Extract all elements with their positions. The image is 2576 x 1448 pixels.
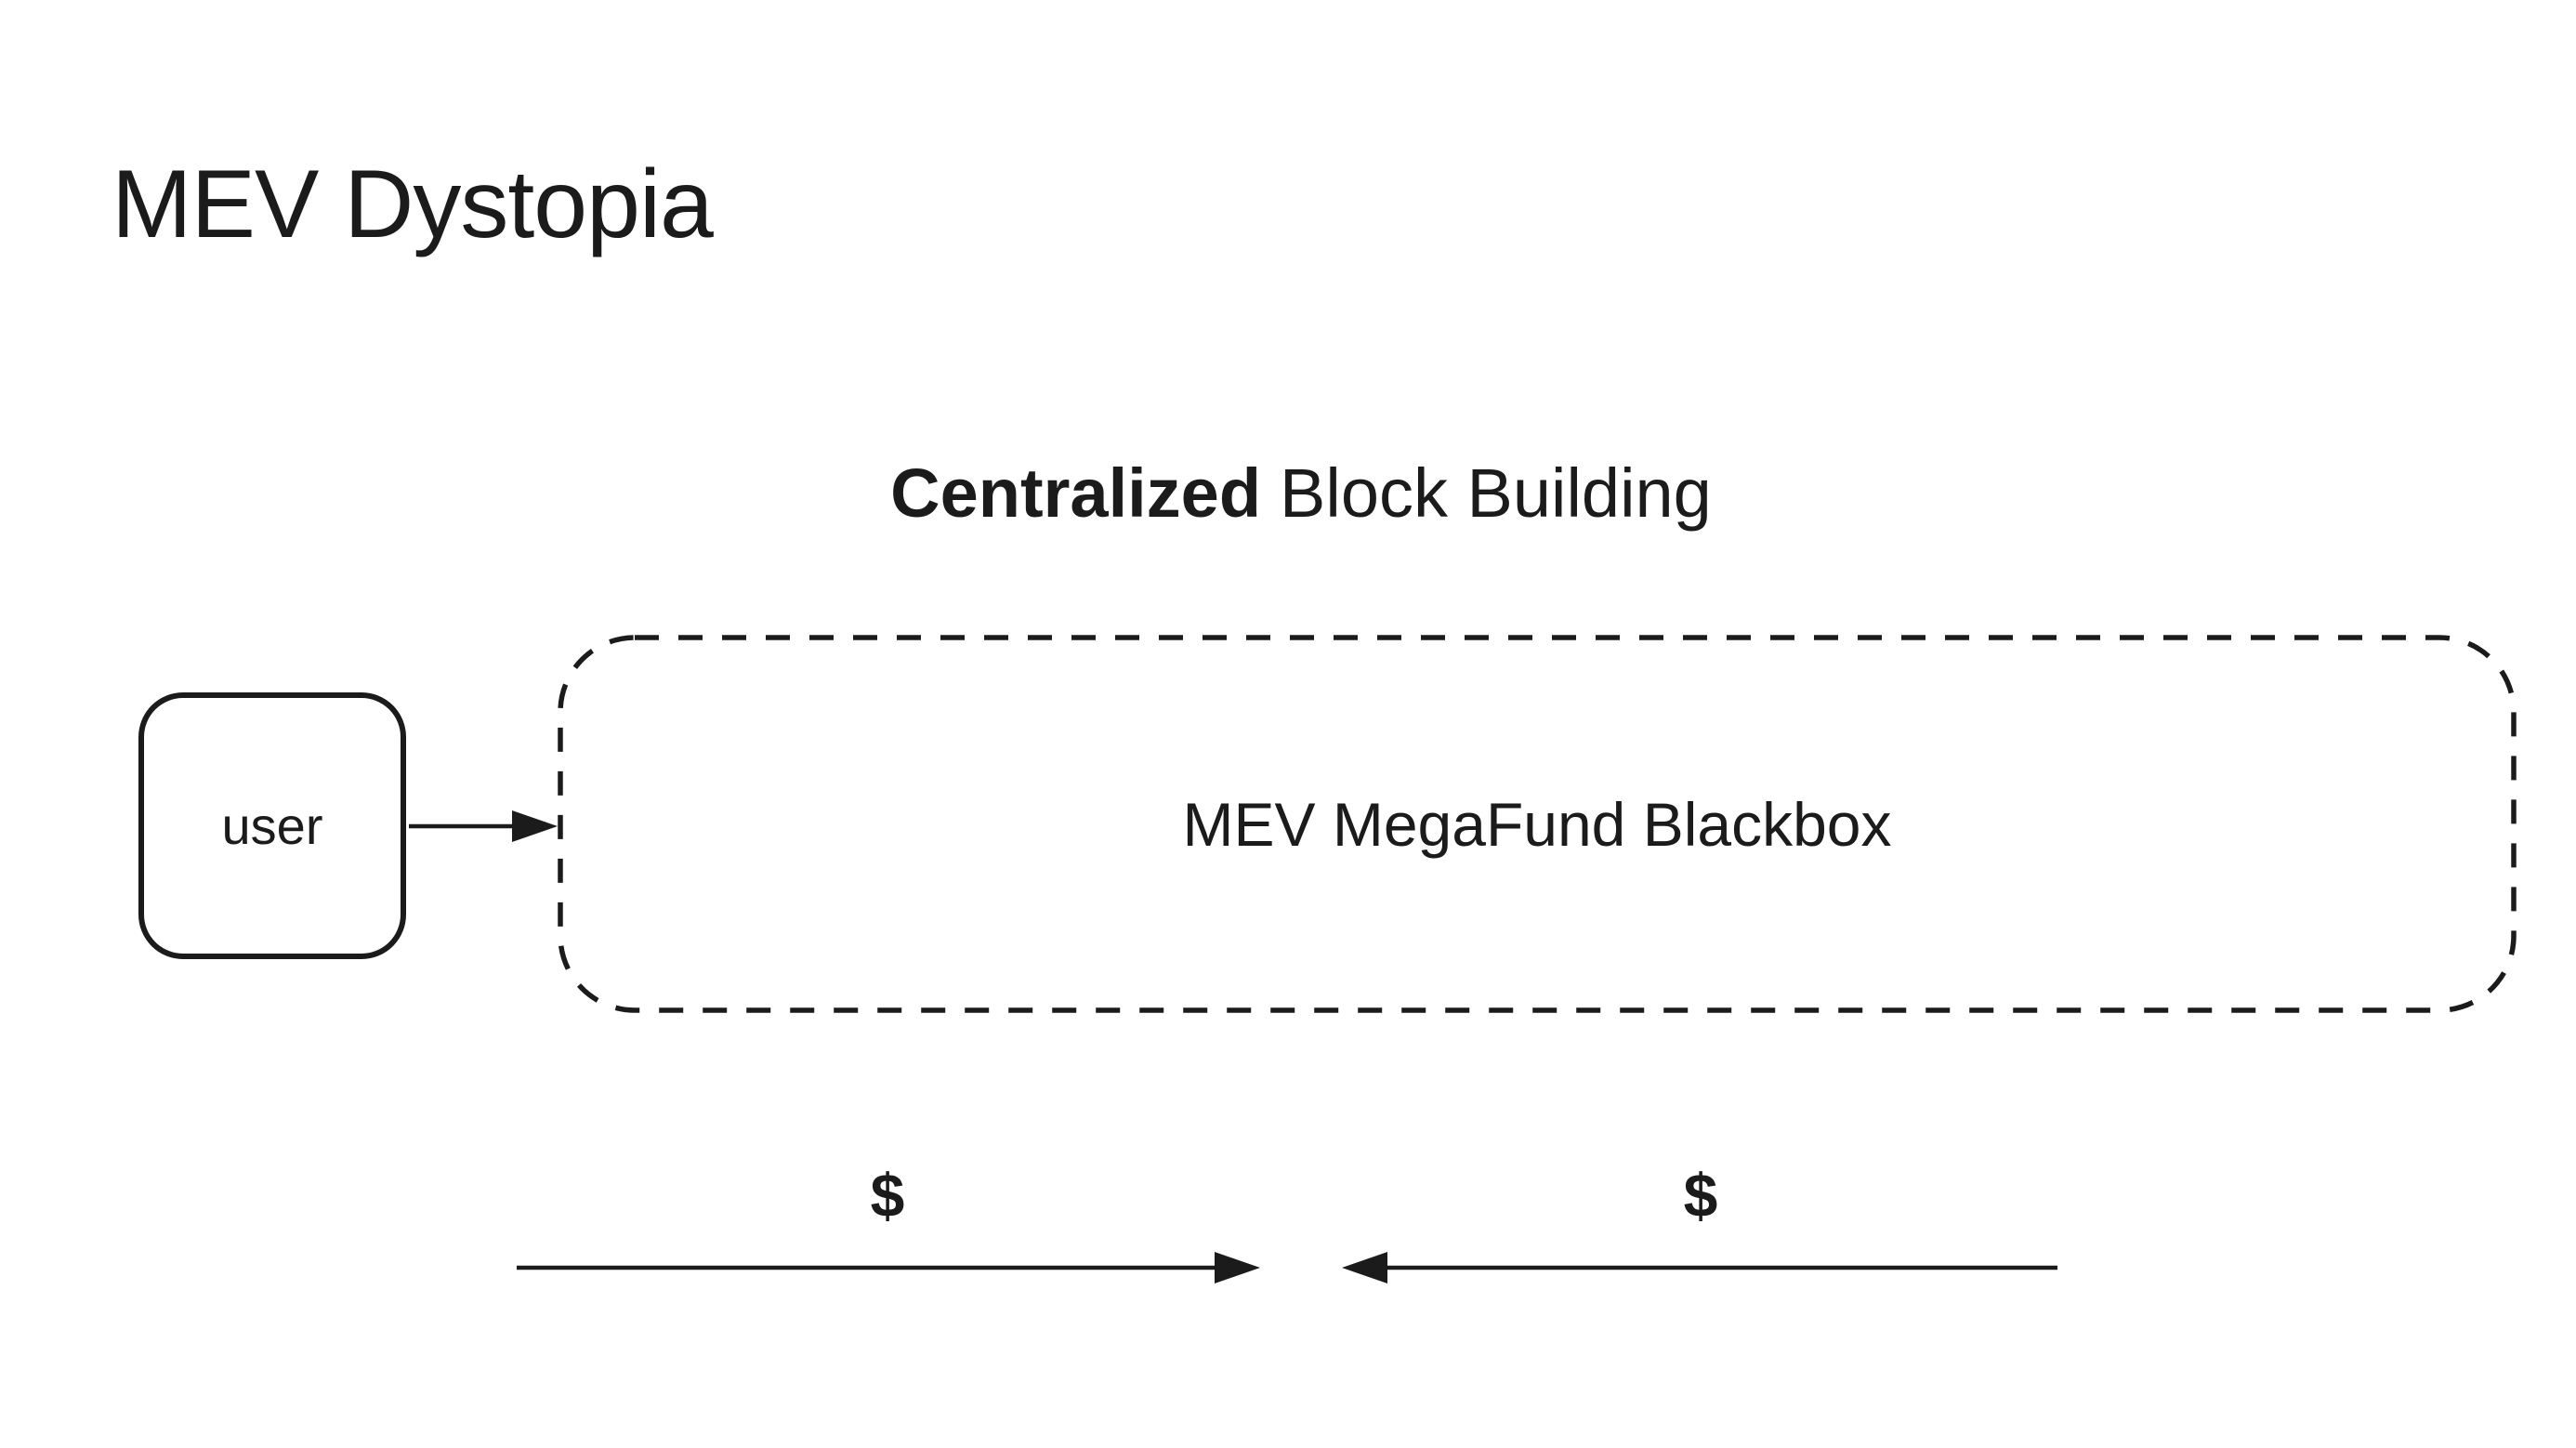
page-title: MEV Dystopia [112, 151, 714, 258]
user-to-blackbox-arrow [409, 810, 558, 842]
blackbox-dashed-border [558, 635, 2517, 1013]
user-node: user [138, 692, 406, 959]
blackbox-node-label: MEV MegaFund Blackbox [1182, 789, 1892, 859]
right-money-label: $ [1683, 1161, 1718, 1230]
left-money-arrow [517, 1252, 1260, 1283]
section-heading-bold: Centralized [890, 454, 1262, 532]
left-money-label: $ [870, 1161, 905, 1230]
blackbox-node: MEV MegaFund Blackbox [558, 635, 2517, 1013]
right-money-arrow [1342, 1252, 2057, 1283]
user-node-label: user [221, 796, 323, 855]
section-heading-regular: Block Building [1280, 454, 1712, 532]
